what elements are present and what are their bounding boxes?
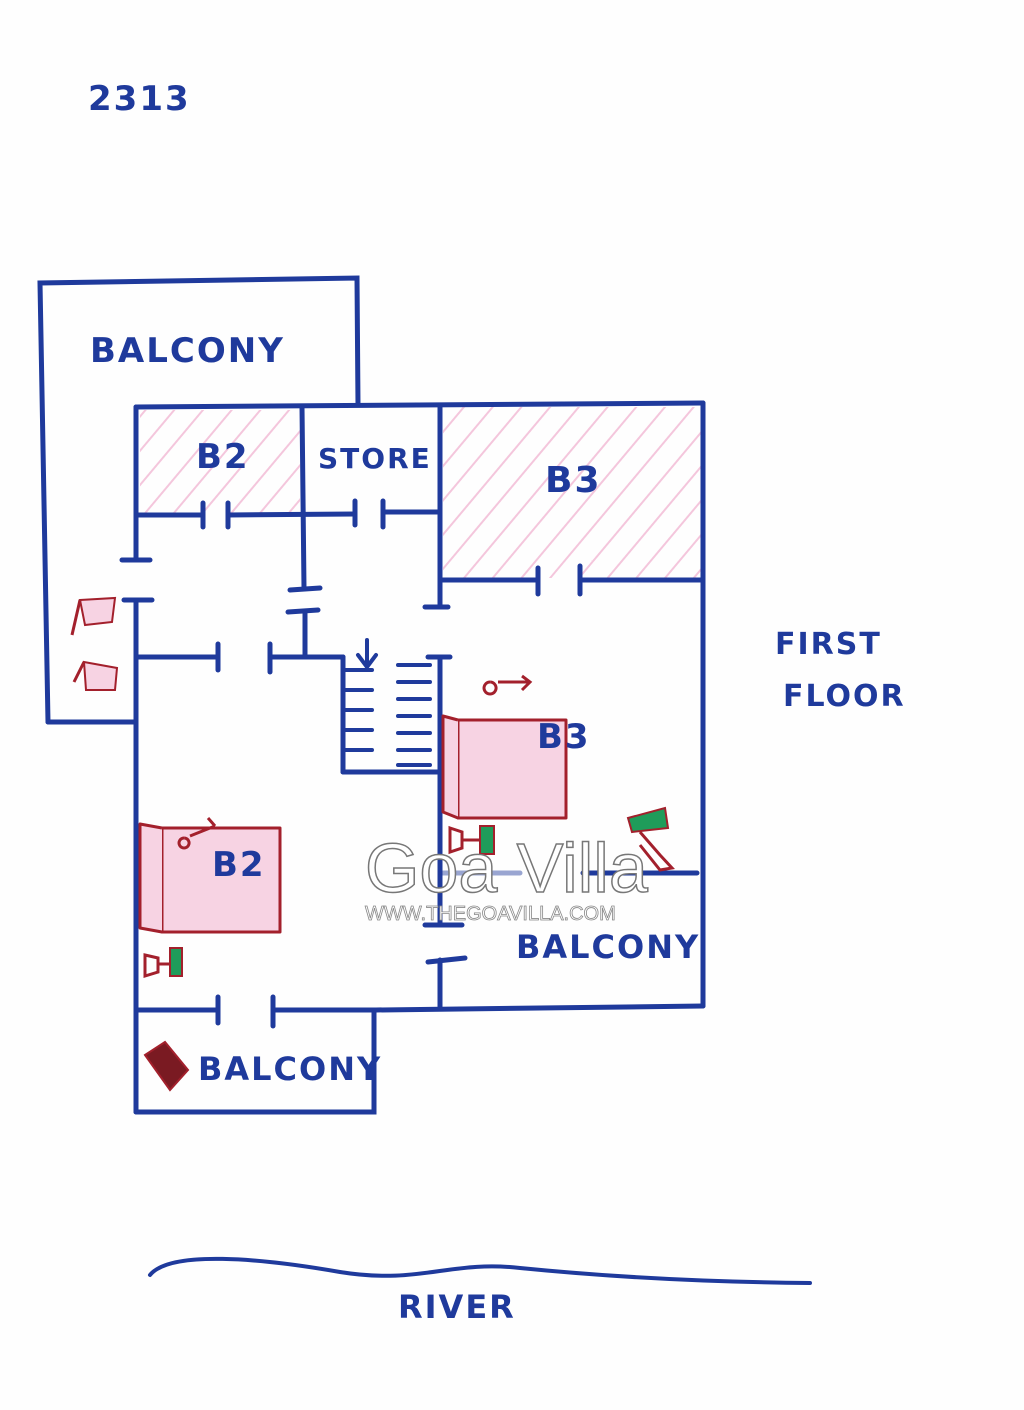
chair-icon [70, 596, 117, 636]
furniture [70, 596, 675, 1092]
svg-text:Goa Villa: Goa Villa [365, 829, 648, 907]
stair-arrow-icon [356, 638, 378, 671]
hatch-bedroom2 [140, 410, 300, 513]
staircase [343, 638, 432, 767]
walls [37, 275, 706, 1115]
balcony-bottom-label: BALCONY [198, 1050, 382, 1088]
balcony-top-label: BALCONY [90, 331, 285, 371]
bed-b3 [456, 718, 568, 820]
river-line [148, 1256, 812, 1285]
bedroom2-label: B2 [196, 437, 250, 477]
lounger-icon [626, 806, 675, 872]
key-icon [482, 674, 533, 696]
svg-text:WWW.THEGOAVILLA.COM: WWW.THEGOAVILLA.COM [365, 903, 616, 925]
floor-title-line1: FIRST [775, 627, 882, 662]
watermark: Goa Villa WWW.THEGOAVILLA.COM [364, 828, 648, 925]
lounger-icon [143, 1040, 190, 1092]
chair-icon [72, 660, 119, 691]
bed3-label: B3 [537, 717, 591, 757]
bedroom3-label: B3 [545, 460, 602, 501]
labels: 2313 BALCONY B2 STORE B3 B3 B2 BALCONY B… [88, 79, 906, 1326]
plan-id: 2313 [88, 79, 191, 119]
lamp-icon [143, 947, 183, 979]
key-icon [177, 817, 217, 850]
lamp-icon [448, 825, 495, 855]
bed2-label: B2 [212, 845, 266, 885]
balcony-right-label: BALCONY [516, 928, 700, 966]
hatch-bedroom3 [443, 407, 701, 578]
store-label: STORE [318, 442, 432, 475]
river-label: RIVER [398, 1288, 516, 1326]
floor-title-line2: FLOOR [783, 679, 906, 714]
